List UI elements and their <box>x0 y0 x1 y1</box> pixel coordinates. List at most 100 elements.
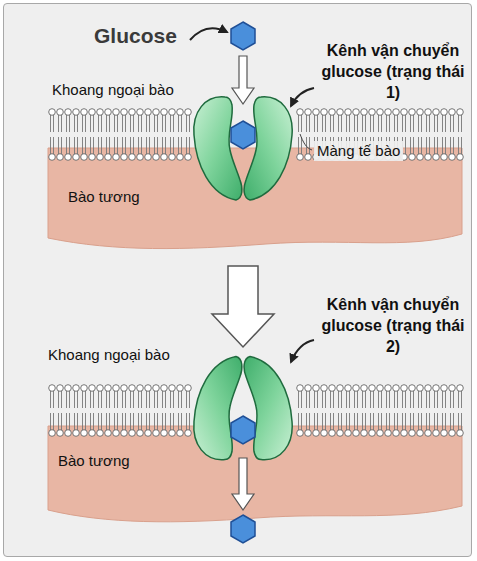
lipid-tail <box>98 112 99 132</box>
lipid-tail <box>125 137 126 157</box>
lipid-head <box>169 385 176 392</box>
lipid-tail <box>418 137 419 157</box>
lipid-head <box>305 154 312 161</box>
lipid-tail <box>450 388 451 408</box>
lipid-tail <box>421 112 422 132</box>
lipid-tail <box>413 137 414 157</box>
lipid-head <box>89 154 96 161</box>
lipid-tail <box>58 388 59 408</box>
lipid-head <box>57 154 64 161</box>
lipid-tail <box>322 388 323 408</box>
lipid-head <box>457 109 464 116</box>
lipid-head <box>137 154 144 161</box>
lipid-tail <box>373 388 374 408</box>
lipid-head <box>441 154 448 161</box>
lipid-tail <box>101 413 102 433</box>
lipid-head <box>129 154 136 161</box>
lipid-tail <box>85 137 86 157</box>
lipid-head <box>457 385 464 392</box>
transporter-label: Kênh vận chuyển glucose (trạng thái 2) <box>318 294 468 357</box>
lipid-tail <box>138 388 139 408</box>
lipid-head <box>361 109 368 116</box>
transporter-state-2 <box>194 357 292 460</box>
lipid-tail <box>421 137 422 157</box>
membrane-label: Màng tế bào <box>314 141 403 161</box>
lipid-tail <box>394 388 395 408</box>
lipid-head <box>441 109 448 116</box>
lipid-head <box>177 154 184 161</box>
lipid-tail <box>141 388 142 408</box>
lipid-head <box>313 430 320 437</box>
glucose-molecule <box>231 515 255 543</box>
lipid-tail <box>442 112 443 132</box>
lipid-tail <box>405 413 406 433</box>
lipid-tail <box>333 112 334 132</box>
lipid-tail <box>173 112 174 132</box>
lipid-head <box>385 109 392 116</box>
lipid-tail <box>186 388 187 408</box>
lipid-tail <box>354 413 355 433</box>
lipid-tail <box>389 112 390 132</box>
lipid-head <box>377 430 384 437</box>
lipid-tail <box>413 112 414 132</box>
lipid-tail <box>125 388 126 408</box>
pointer-arrow <box>291 88 314 106</box>
lipid-tail <box>61 413 62 433</box>
lipid-head <box>457 430 464 437</box>
lipid-tail <box>370 413 371 433</box>
lipid-tail <box>77 413 78 433</box>
lipid-tail <box>333 413 334 433</box>
band-shape <box>46 424 464 528</box>
lipid-tail <box>381 413 382 433</box>
lipid-tail <box>434 112 435 132</box>
lipid-tail <box>429 137 430 157</box>
lipid-head <box>345 109 352 116</box>
lipid-tail <box>365 112 366 132</box>
region-label: Khoang ngoại bào <box>48 345 178 365</box>
lipid-tail <box>378 413 379 433</box>
lipid-tail <box>125 413 126 433</box>
lipid-tail <box>106 413 107 433</box>
lipid-tail <box>453 137 454 157</box>
lipid-tail <box>434 137 435 157</box>
lipid-tail <box>317 388 318 408</box>
lipid-tail <box>114 137 115 157</box>
transporter-lobe <box>244 357 292 460</box>
lipid-head <box>73 109 80 116</box>
lipid-head <box>105 430 112 437</box>
lipid-head <box>89 109 96 116</box>
lipid-head <box>113 385 120 392</box>
lipid-head <box>169 430 176 437</box>
lipid-tail <box>170 388 171 408</box>
lipid-tail <box>397 413 398 433</box>
lipid-tail <box>418 388 419 408</box>
lipid-tail <box>109 112 110 132</box>
lipid-tail <box>378 388 379 408</box>
lipid-tail <box>77 388 78 408</box>
lipid-head <box>337 430 344 437</box>
lipid-tail <box>66 413 67 433</box>
lipid-tail <box>386 112 387 132</box>
lipid-tail <box>170 413 171 433</box>
lipid-head <box>337 109 344 116</box>
lipid-tail <box>66 388 67 408</box>
lipid-tail <box>82 137 83 157</box>
lipid-tail <box>314 388 315 408</box>
lipid-head <box>425 430 432 437</box>
lipid-tail <box>106 388 107 408</box>
lipid-head <box>329 385 336 392</box>
lipid-tail <box>82 388 83 408</box>
lipid-tail <box>370 388 371 408</box>
lipid-tail <box>325 413 326 433</box>
lipid-tail <box>397 388 398 408</box>
lipid-tail <box>106 137 107 157</box>
lipid-tail <box>317 112 318 132</box>
lipid-head <box>353 385 360 392</box>
lipid-head <box>369 430 376 437</box>
lipid-tail <box>394 112 395 132</box>
lipid-tail <box>77 137 78 157</box>
lipid-tail <box>114 388 115 408</box>
lipid-head <box>369 385 376 392</box>
lipid-tail <box>162 112 163 132</box>
